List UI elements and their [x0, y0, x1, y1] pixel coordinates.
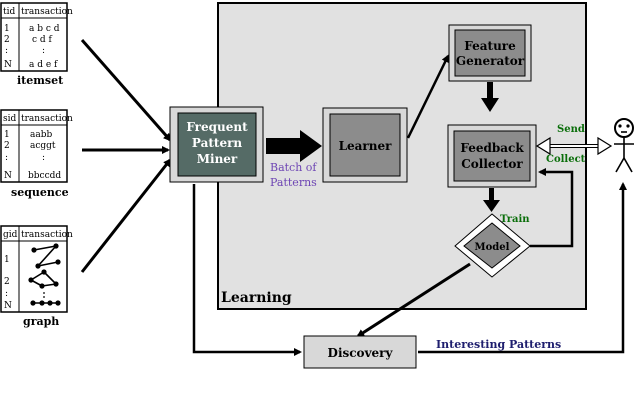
batch-label-1: Batch of	[270, 161, 317, 174]
itemset-row-4: a d e f	[29, 60, 58, 70]
model-to-discovery-arrow	[356, 262, 471, 338]
model-diamond: Model	[454, 213, 531, 278]
sequence-row-4: bbccdd	[28, 171, 61, 181]
discovery-label: Discovery	[328, 346, 394, 360]
itemset-id-header: tid	[3, 7, 15, 17]
learner-box: Learner	[322, 107, 408, 183]
itemset-col-header: transaction	[21, 7, 73, 17]
sequence-id-4: N	[4, 171, 12, 181]
batch-arrow	[266, 130, 322, 162]
graph-drawing-ellipsis	[43, 292, 45, 298]
sequence-id-3: :	[5, 153, 8, 163]
itemset-id-3: :	[5, 46, 8, 56]
sequence-row-2: acggt	[30, 141, 56, 151]
graph-id-2: 2	[4, 277, 10, 287]
graph-id-header: gid	[3, 230, 18, 240]
itemset-row-2: c d f	[32, 35, 53, 45]
graph-id-1: 1	[4, 255, 10, 265]
learner-label: Learner	[339, 139, 393, 153]
itemset-row-3: :	[42, 46, 45, 56]
batch-label-2: Patterns	[270, 176, 317, 189]
sequence-id-header: sid	[3, 114, 16, 124]
sequence-table: sid transaction 1 2 : N aabb acggt : bbc…	[0, 109, 73, 183]
feedback-label-2: Collector	[461, 157, 523, 171]
itemset-id-2: 2	[4, 35, 10, 45]
feedback-collector-box: Feedback Collector	[447, 124, 537, 188]
feedback-to-model-arrow	[483, 188, 500, 212]
itemset-id-4: N	[4, 60, 12, 70]
model-feedback-loop	[530, 168, 574, 248]
graph-caption: graph	[23, 315, 59, 328]
sequence-col-header: transaction	[21, 114, 73, 124]
send-label: Send	[557, 124, 585, 135]
sequence-id-1: 1	[4, 130, 10, 140]
graph-id-3: :	[5, 289, 8, 299]
discovery-box: Discovery	[303, 335, 417, 369]
graph-drawing-1	[31, 243, 61, 269]
send-collect-arrow	[535, 136, 613, 156]
graph-table: gid transaction 1 2 : N	[0, 225, 73, 313]
sequence-row-3: :	[42, 153, 45, 163]
feature-label-2: Generator	[456, 54, 525, 68]
miner-label-1: Frequent	[186, 120, 248, 134]
model-label: Model	[475, 242, 510, 253]
discovery-to-user-arrow	[418, 182, 627, 354]
learning-label: Learning	[221, 290, 292, 306]
miner-to-discovery-arrow	[192, 184, 302, 356]
itemset-row-1: a b c d	[29, 24, 60, 34]
collect-label: Collect	[546, 154, 586, 165]
feedback-label-1: Feedback	[460, 141, 524, 155]
itemset-id-1: 1	[4, 24, 10, 34]
itemset-caption: itemset	[17, 74, 64, 87]
interesting-patterns-label: Interesting Patterns	[436, 338, 561, 351]
graph-drawing-2	[28, 269, 59, 289]
sequence-caption: sequence	[11, 186, 69, 199]
graph-col-header: transaction	[21, 230, 73, 240]
miner-label-2: Pattern	[192, 136, 243, 150]
sequence-id-2: 2	[4, 141, 10, 151]
graph-id-4: N	[4, 301, 12, 311]
user-figure-icon	[614, 118, 634, 173]
feature-label-1: Feature	[464, 39, 516, 53]
feature-to-feedback-arrow	[481, 82, 499, 112]
sequence-row-1: aabb	[30, 130, 52, 140]
train-label: Train	[500, 214, 530, 225]
learner-to-feature-arrow	[406, 54, 450, 139]
input-arrows	[80, 39, 172, 273]
frequent-pattern-miner-box: Frequent Pattern Miner	[169, 106, 264, 183]
miner-label-3: Miner	[197, 152, 238, 166]
itemset-table: tid transaction 1 2 : N a b c d c d f : …	[0, 2, 73, 72]
graph-drawing-3	[30, 300, 61, 306]
feature-generator-box: Feature Generator	[448, 24, 532, 82]
